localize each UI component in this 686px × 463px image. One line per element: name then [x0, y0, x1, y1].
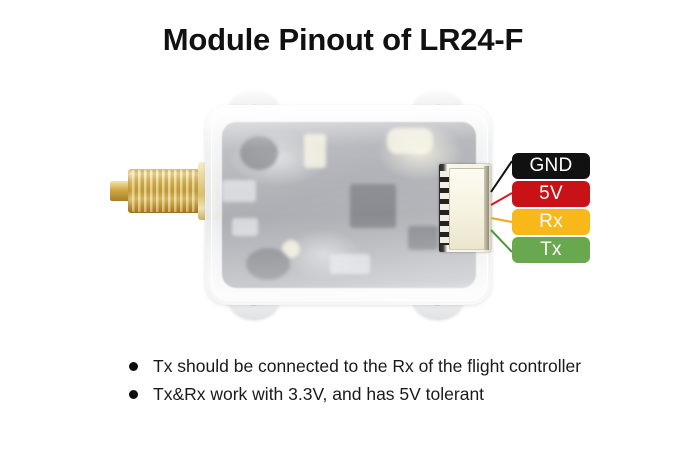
connector-housing [449, 168, 485, 250]
sma-center-pin [110, 181, 132, 201]
pcb-component [304, 134, 326, 168]
note-text: Tx&Rx work with 3.3V, and has 5V toleran… [153, 384, 485, 404]
notes-list: Tx should be connected to the Rx of the … [126, 352, 646, 408]
note-item: Tx&Rx work with 3.3V, and has 5V toleran… [126, 380, 646, 408]
pcb-component [240, 136, 278, 170]
pcb-component [232, 218, 258, 236]
pcb-component [408, 226, 438, 250]
note-text: Tx should be connected to the Rx of the … [153, 356, 582, 376]
connector-rail [484, 166, 489, 250]
page-title: Module Pinout of LR24-F [162, 22, 524, 57]
connector-pins [440, 171, 449, 245]
sma-connector-barrel [128, 169, 206, 213]
pcb-component [222, 180, 256, 202]
pcb-component [246, 248, 290, 280]
bullet-dot-icon [129, 390, 138, 399]
pcb-component [350, 184, 396, 228]
pcb-component [387, 128, 433, 154]
pin-label-gnd: GND [512, 153, 590, 179]
pin-label-tx: Tx [512, 237, 590, 263]
bullet-dot-icon [129, 362, 138, 371]
pcb-through-case [222, 122, 476, 288]
pin-label-5v: 5V [512, 181, 590, 207]
output-connector [439, 164, 491, 252]
note-item: Tx should be connected to the Rx of the … [126, 352, 646, 380]
pcb-component [330, 254, 370, 274]
sma-connector-thread [132, 170, 202, 212]
pin-label-rx: Rx [512, 209, 590, 235]
